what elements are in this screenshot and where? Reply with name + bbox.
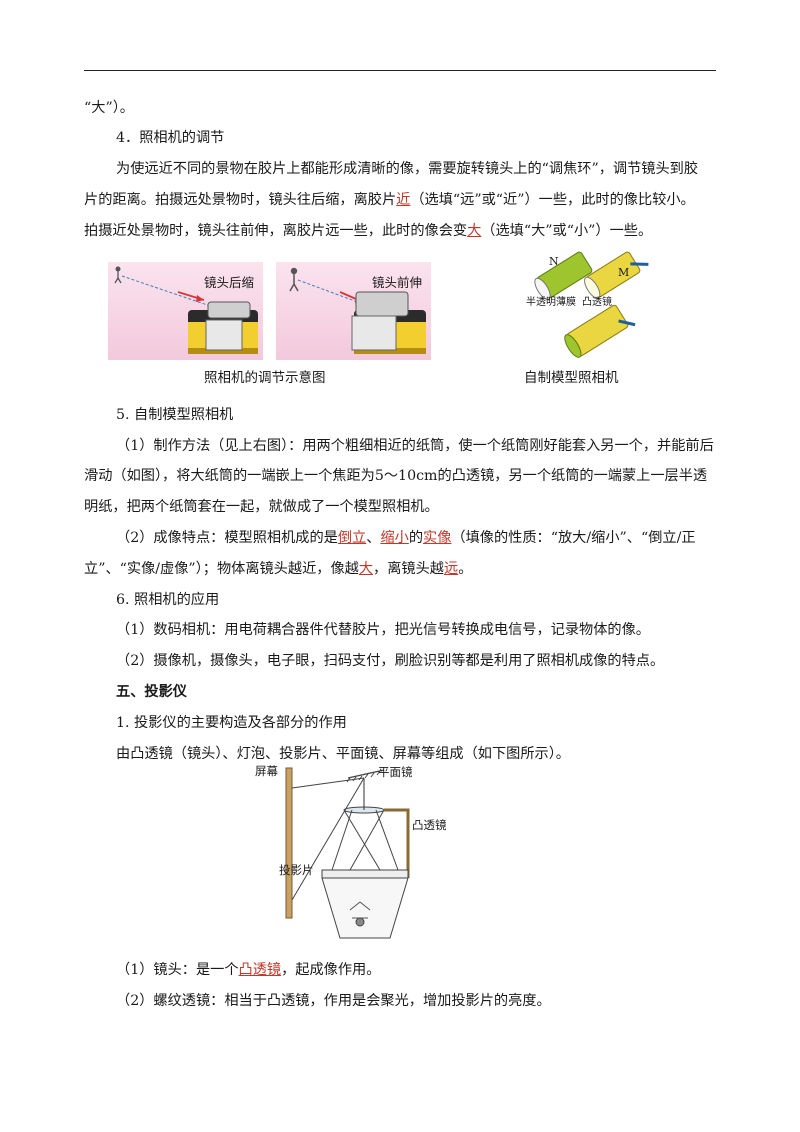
text-line: “大”）。 xyxy=(84,100,134,116)
answer-real-image: 实像 xyxy=(423,530,452,546)
label-extend: 镜头前伸 xyxy=(372,275,423,290)
person-far-icon xyxy=(114,266,122,284)
text-line: （2）摄像机，摄像头，电子眼，扫码支付，刷脸识别等都是利用了照相机成像的特点。 xyxy=(116,653,665,669)
text-line: （2）螺纹透镜：相当于凸透镜，作用是会聚光，增加投影片的亮度。 xyxy=(116,993,551,1009)
heading-camera-adjust: 4．照相机的调节 xyxy=(116,130,225,146)
answer-bigger: 大 xyxy=(358,561,374,577)
label-film: 半透明薄膜 xyxy=(526,297,576,308)
label-convex-lens: 凸透镜 xyxy=(412,818,447,832)
header-rule xyxy=(84,70,716,71)
answer-near: 近 xyxy=(396,192,411,208)
label-plane-mirror: 平面镜 xyxy=(378,765,413,779)
heading-projector-structure: 1. 投影仪的主要构造及各部分的作用 xyxy=(116,715,347,731)
person-near-icon xyxy=(289,267,299,292)
answer-reduced: 缩小 xyxy=(380,530,409,546)
text-line: （2）成像特点：模型照相机成的是倒立、缩小的实像（填像的性质：“放大/缩小”、“… xyxy=(116,530,696,546)
text-line: 滑动（如图），将大纸筒的一端嵌上一个焦距为5～10cm的凸透镜，另一个纸筒的一端… xyxy=(84,468,708,484)
model-camera-figure xyxy=(534,251,649,358)
text-line: 立”、“实像/虚像”）；物体离镜头越近，像越大，离镜头越远。 xyxy=(84,561,473,577)
answer-convex-lens: 凸透镜 xyxy=(238,962,282,978)
answer-farther: 远 xyxy=(443,561,459,577)
heading-camera-application: 6. 照相机的应用 xyxy=(116,592,220,608)
text-line: 为使远近不同的景物在胶片上都能形成清晰的像，需要旋转镜头上的“调焦环”，调节镜头… xyxy=(116,161,699,177)
text-line: 拍摄近处景物时，镜头往前伸，离胶片远一些，此时的像会变大（选填“大”或“小”）一… xyxy=(84,223,653,239)
label-N: N xyxy=(549,255,559,268)
projector-figure xyxy=(285,767,410,939)
caption-model-camera: 自制模型照相机 xyxy=(524,370,619,386)
camera-retract-icon xyxy=(188,301,258,354)
camera-extend-icon xyxy=(351,291,426,354)
plane-mirror xyxy=(347,769,385,779)
label-lens-model: 凸透镜 xyxy=(582,297,612,308)
text-line: （1）镜头：是一个凸透镜，起成像作用。 xyxy=(116,962,381,978)
text-line: （1）制作方法（见上右图）：用两个粗细相近的纸筒，使一个纸筒刚好能套入另一个，并… xyxy=(116,438,714,454)
answer-inverted: 倒立 xyxy=(337,530,367,546)
label-slide: 投影片 xyxy=(279,863,314,877)
screen-panel xyxy=(285,767,293,919)
label-M: M xyxy=(618,266,630,279)
section-projector: 五、投影仪 xyxy=(116,684,187,700)
text-line: 片的距离。拍摄远处景物时，镜头往后缩，离胶片近（选填“远”或“近”）一些，此时的… xyxy=(84,192,695,208)
heading-model-camera: 5. 自制模型照相机 xyxy=(116,407,234,423)
answer-big: 大 xyxy=(467,223,482,239)
label-retract: 镜头后缩 xyxy=(204,275,255,290)
label-screen: 屏幕 xyxy=(255,764,278,778)
text-line: 明纸，把两个纸筒套在一起，就做成了一个模型照相机。 xyxy=(84,499,439,515)
camera-adjust-figure xyxy=(108,262,431,360)
caption-camera-adjust: 照相机的调节示意图 xyxy=(204,370,326,386)
text-line: 由凸透镜（镜头）、灯泡、投影片、平面镜、屏幕等组成（如下图所示）。 xyxy=(116,746,570,762)
text-line: （1）数码相机：用电荷耦合器件代替胶片，把光信号转换成电信号，记录物体的像。 xyxy=(116,622,650,638)
